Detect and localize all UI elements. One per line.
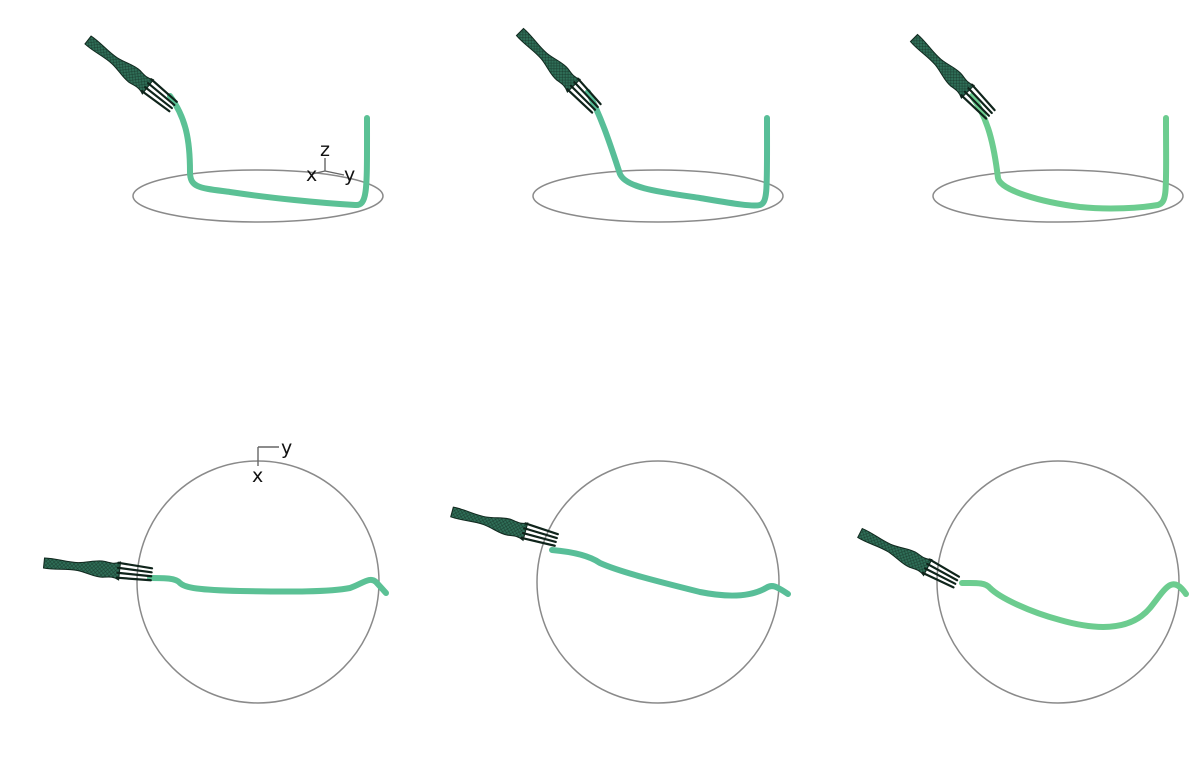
axis-label-y: y (344, 164, 355, 186)
top-view-panel-3 (854, 460, 1189, 704)
side-view-panel-2 (512, 24, 784, 223)
tube-path (167, 93, 371, 208)
axis-label-z: z (320, 139, 330, 161)
fork-icon (448, 502, 560, 550)
axis-label-x: x (306, 164, 317, 186)
base-circle (536, 460, 780, 704)
fork-icon (81, 31, 180, 115)
axis-label-x: x (252, 465, 263, 487)
base-ellipse (932, 169, 1184, 223)
top-view-panel-2 (448, 460, 791, 704)
tube-path (549, 547, 791, 599)
fork-icon (906, 30, 998, 122)
fork-icon (41, 552, 154, 585)
tube-path (959, 579, 1189, 630)
axis-triad: y x (252, 437, 292, 487)
tube-path (969, 93, 1170, 212)
side-view-panel-1: z x y (81, 31, 384, 223)
tube-path (147, 575, 389, 596)
side-view-panel-3 (906, 30, 1184, 223)
tube-path (585, 89, 771, 209)
axis-triad: z x y (306, 139, 355, 186)
top-view-panel-1: y x (41, 437, 389, 704)
axis-label-y: y (281, 437, 292, 459)
fork-icon (512, 24, 604, 116)
base-ellipse (532, 169, 784, 223)
base-circle (936, 460, 1180, 704)
fork-icon (854, 523, 962, 592)
base-ellipse (132, 169, 384, 223)
